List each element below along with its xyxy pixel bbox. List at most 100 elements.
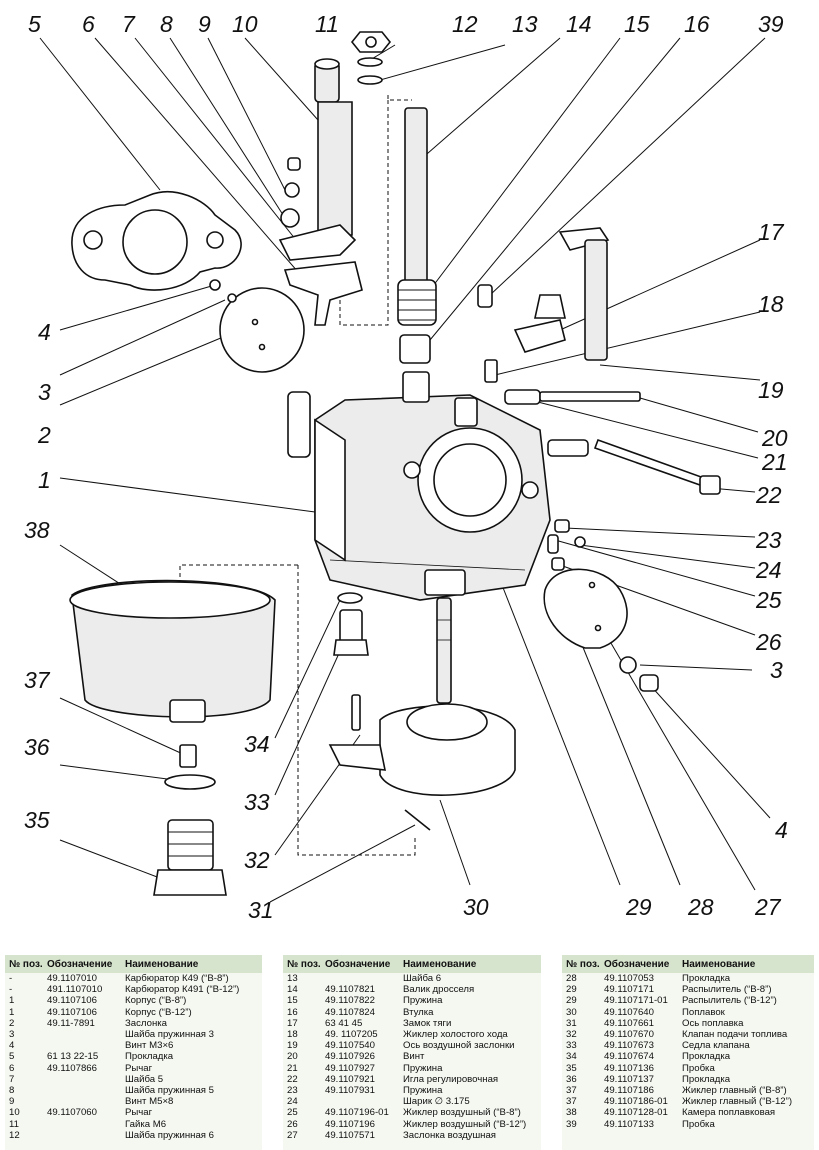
cell-code: 49.1107673 <box>604 1040 654 1052</box>
callout-21: 21 <box>761 449 788 475</box>
cell-pos: 16 <box>287 1006 298 1018</box>
cell-pos: 11 <box>9 1118 19 1130</box>
cell-code <box>321 973 399 984</box>
callout-23: 23 <box>755 527 782 553</box>
callout-33: 33 <box>244 789 270 815</box>
cell-name: Жиклер холостого хода <box>403 1029 508 1041</box>
cell-code: 49.1107571 <box>325 1129 375 1141</box>
cell-pos: 23 <box>287 1085 298 1097</box>
small-parts <box>543 519 659 692</box>
cell-pos: 36 <box>566 1073 577 1085</box>
callout-25: 25 <box>755 587 782 613</box>
cell-name: Жиклер воздушный (“В-8”) <box>403 1107 521 1119</box>
cell-pos: 22 <box>287 1073 298 1085</box>
cell-name: Пружина <box>403 1062 443 1074</box>
cell-name: Прокладка <box>125 1051 174 1063</box>
cell-name: Жиклер воздушный (“В-12”) <box>403 1118 527 1130</box>
cell-name: Шайба пружинная 6 <box>125 1129 214 1141</box>
header-name: Наименование <box>678 955 814 973</box>
cell-pos: - <box>9 973 13 984</box>
cell-name: Ось поплавка <box>682 1017 744 1029</box>
cell-pos: 5 <box>9 1051 15 1063</box>
callout-17: 17 <box>758 219 785 245</box>
nut-washers <box>350 31 392 85</box>
cell-code <box>43 1130 121 1141</box>
callout-36: 36 <box>24 734 50 760</box>
gasket-part <box>71 190 242 291</box>
cell-name: Замок тяги <box>403 1017 452 1029</box>
cell-code: 49.1107128-01 <box>604 1107 668 1119</box>
cell-name: Валик дросселя <box>403 984 475 996</box>
cell-code: 49.1107196-01 <box>325 1107 389 1119</box>
cell-code: 49.1107670 <box>604 1029 654 1041</box>
cell-name: Корпус (“В-8”) <box>125 995 187 1007</box>
cell-name: Шайба пружинная 5 <box>125 1085 214 1097</box>
header-pos: № поз. <box>5 955 43 973</box>
cell-pos: 8 <box>9 1085 15 1097</box>
cell-name: Пробка <box>682 1062 715 1074</box>
carburetor-body <box>287 371 551 601</box>
leader-lines <box>39 37 771 903</box>
cell-pos: 1 <box>9 1006 15 1018</box>
plug-jet <box>153 744 227 896</box>
atomizer <box>436 597 452 704</box>
cell-pos: 10 <box>9 1107 20 1119</box>
cell-pos: 29 <box>566 984 577 996</box>
cell-pos: 24 <box>287 1096 298 1108</box>
callout-28: 28 <box>687 894 714 920</box>
cell-code: 49.1107926 <box>325 1051 375 1063</box>
cell-code: 49.1107137 <box>604 1073 654 1085</box>
callout-31: 31 <box>248 897 274 923</box>
cell-code: 49.1107106 <box>47 995 97 1007</box>
callout-32: 32 <box>244 847 270 873</box>
cell-name: Винт М3×6 <box>125 1040 174 1052</box>
cell-pos: 18 <box>287 1029 298 1041</box>
cell-code <box>321 1096 399 1107</box>
cell-pos: 15 <box>287 995 298 1007</box>
callout-26: 26 <box>755 629 782 655</box>
header-code: Обозначение <box>321 955 399 973</box>
cell-code: 49.1107186-01 <box>604 1096 668 1108</box>
cell-code <box>43 1040 121 1051</box>
cell-code: 49.1107927 <box>325 1062 375 1074</box>
cell-name: Шайба 6 <box>403 973 442 984</box>
callout-6: 6 <box>82 11 95 37</box>
cell-code <box>43 1096 121 1107</box>
callout-3: 3 <box>770 657 783 683</box>
cell-code: 49.1107171-01 <box>604 995 668 1007</box>
cell-pos: 37 <box>566 1096 577 1108</box>
adjust-screws <box>484 359 721 495</box>
cell-pos: 29 <box>566 995 577 1007</box>
cell-name: Пружина <box>403 995 443 1007</box>
callout-35: 35 <box>24 807 50 833</box>
table-row: 8 Шайба пружинная 5 <box>5 1085 262 1096</box>
cell-name: Корпус (“В-12”) <box>125 1006 192 1018</box>
callout-19: 19 <box>758 377 784 403</box>
cell-pos: 34 <box>566 1051 577 1063</box>
cell-name: Прокладка <box>682 1051 731 1063</box>
callout-9: 9 <box>198 11 211 37</box>
cell-pos: 2 <box>9 1017 15 1029</box>
cell-pos: 9 <box>9 1096 15 1108</box>
cell-name: Камера поплавковая <box>682 1107 776 1119</box>
cell-pos: 37 <box>566 1085 577 1097</box>
